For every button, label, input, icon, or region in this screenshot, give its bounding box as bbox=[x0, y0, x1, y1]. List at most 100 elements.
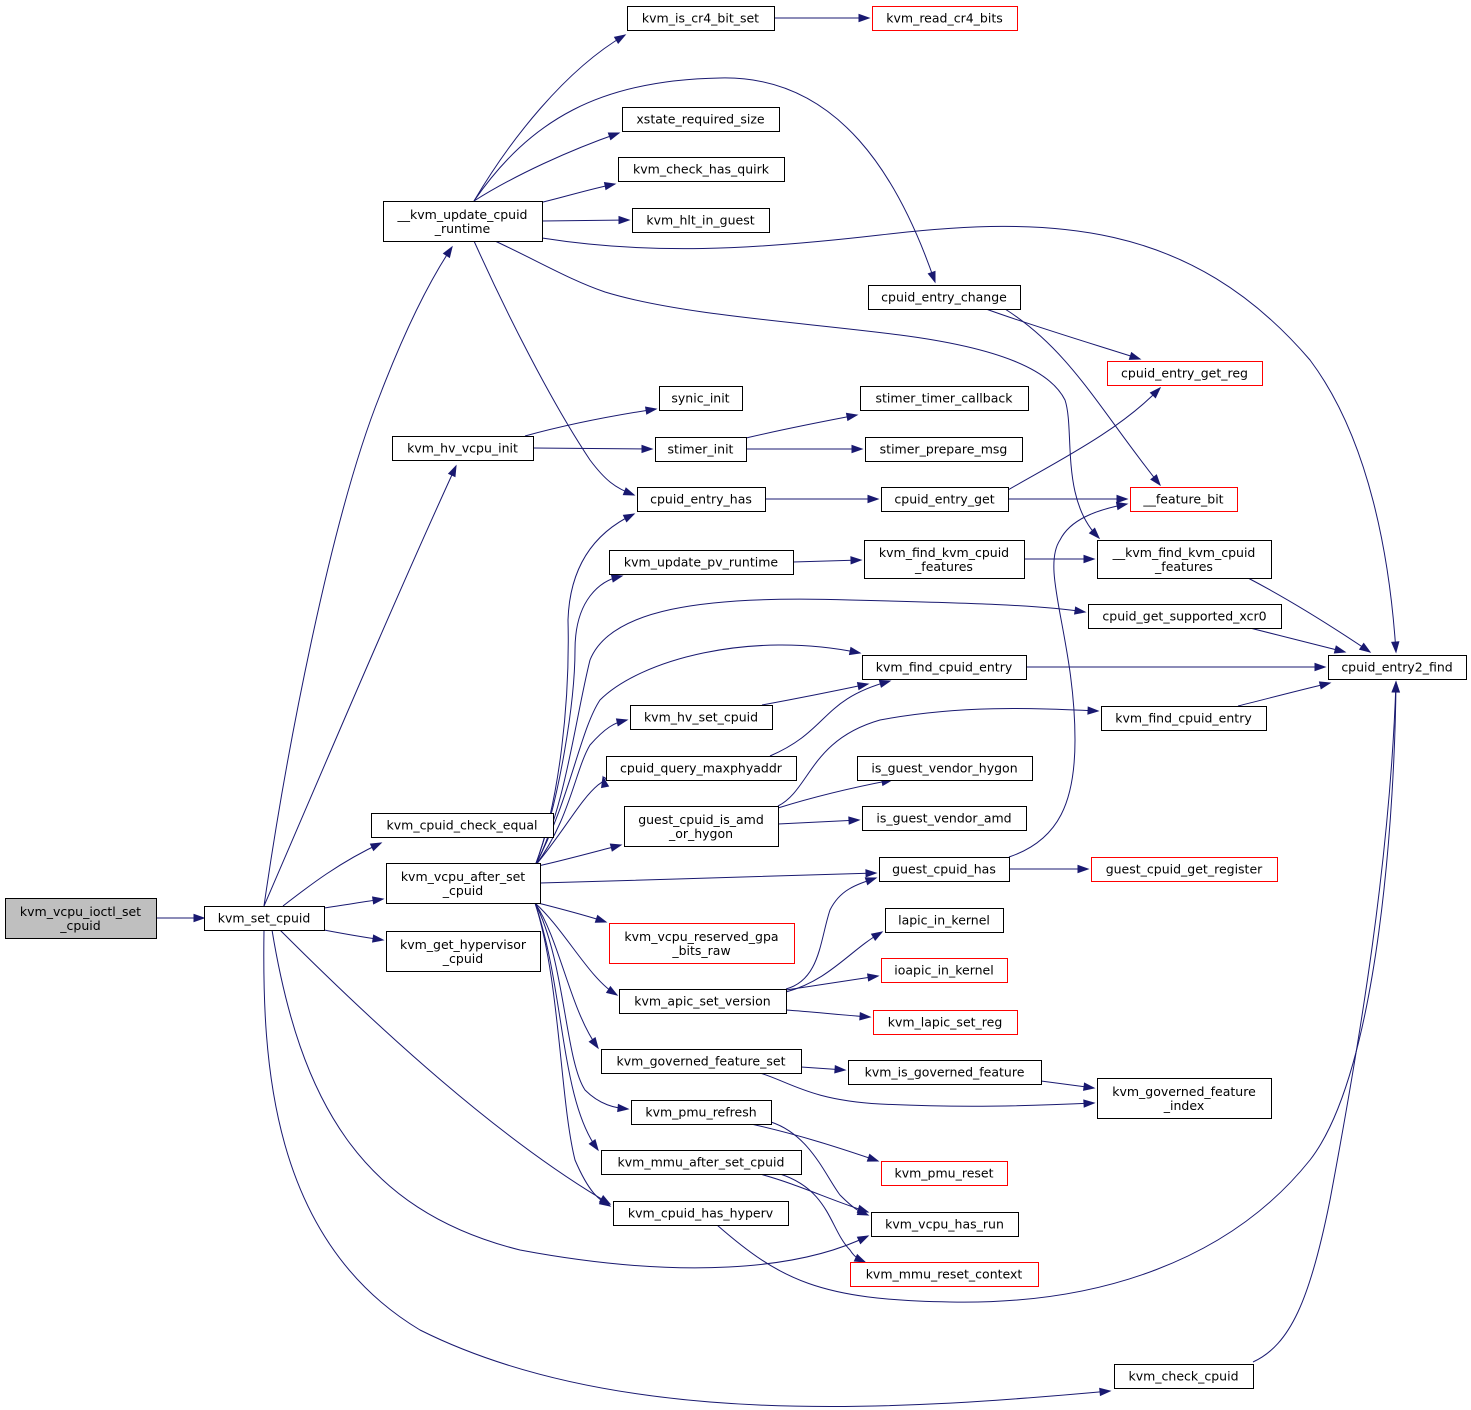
edge-guest_has-to-guest_reg bbox=[1009, 864, 1090, 874]
node-mmu-reset[interactable]: kvm_mmu_reset_context bbox=[850, 1262, 1039, 1287]
edge-gov_set-to-is_gov bbox=[800, 1065, 847, 1074]
edge-amd_hygon-to-find_entry2 bbox=[777, 706, 1100, 807]
node-is-cr4[interactable]: kvm_is_cr4_bit_set bbox=[627, 6, 775, 31]
node-get-hyperv[interactable]: kvm_get_hypervisor_cpuid bbox=[386, 931, 541, 972]
edge-line bbox=[1249, 627, 1346, 653]
edge-line bbox=[785, 877, 877, 990]
node-xcr0[interactable]: cpuid_get_supported_xcr0 bbox=[1088, 604, 1282, 629]
node-label: ioapic_in_kernel bbox=[894, 963, 993, 978]
arrow-head-icon bbox=[864, 877, 878, 886]
arrow-head-icon bbox=[1088, 527, 1101, 540]
node-has-run[interactable]: kvm_vcpu_has_run bbox=[871, 1212, 1019, 1237]
node-lapic-reg[interactable]: kvm_lapic_set_reg bbox=[873, 1010, 1018, 1035]
edge-hv_set-to-find_entry bbox=[761, 682, 870, 706]
edge-line bbox=[534, 575, 623, 867]
node-guest-has[interactable]: guest_cpuid_has bbox=[879, 857, 1010, 882]
arrow-head-icon bbox=[850, 556, 863, 565]
arrow-head-icon bbox=[372, 934, 385, 943]
node-maxphy[interactable]: cpuid_query_maxphyaddr bbox=[606, 756, 797, 781]
node-xstate[interactable]: xstate_required_size bbox=[622, 107, 780, 132]
node-mmu-after[interactable]: kvm_mmu_after_set_cpuid bbox=[601, 1150, 802, 1175]
edge-apic_version-to-guest_has bbox=[785, 877, 878, 990]
node-box bbox=[1101, 706, 1267, 731]
edge-find_entry-to-entry2_find bbox=[1026, 662, 1327, 672]
node-is-gov[interactable]: kvm_is_governed_feature bbox=[848, 1060, 1042, 1085]
node-box bbox=[885, 908, 1004, 933]
edge-line bbox=[473, 132, 620, 202]
node-label: guest_cpuid_is_amd bbox=[638, 812, 764, 827]
node-entry-change[interactable]: cpuid_entry_change bbox=[868, 285, 1021, 310]
node-ioapic[interactable]: ioapic_in_kernel bbox=[881, 958, 1008, 983]
node-label: cpuid_query_maxphyaddr bbox=[620, 761, 783, 776]
edge-after_set-to-hv_set bbox=[534, 718, 629, 867]
node-label: kvm_mmu_after_set_cpuid bbox=[618, 1155, 785, 1170]
edge-amd_hygon-to-hygon bbox=[777, 777, 894, 809]
node-amd-hygon[interactable]: guest_cpuid_is_amd_or_hygon bbox=[624, 806, 779, 847]
node-box bbox=[624, 806, 779, 847]
node-set-cpuid[interactable]: kvm_set_cpuid bbox=[204, 906, 325, 931]
node-check-cpuid[interactable]: kvm_check_cpuid bbox=[1114, 1364, 1254, 1389]
arrow-head-icon bbox=[442, 245, 453, 259]
node-get-reg[interactable]: cpuid_entry_get_reg bbox=[1107, 361, 1263, 386]
node-gov-set[interactable]: kvm_governed_feature_set bbox=[601, 1049, 802, 1074]
node-read-cr4[interactable]: kvm_read_cr4_bits bbox=[872, 6, 1018, 31]
node-box bbox=[860, 386, 1029, 411]
node-stimer-init[interactable]: stimer_init bbox=[655, 437, 747, 462]
node-check-equal[interactable]: kvm_cpuid_check_equal bbox=[371, 813, 554, 838]
node-pv-runtime[interactable]: kvm_update_pv_runtime bbox=[609, 550, 794, 575]
node-find-kvm-feat2[interactable]: __kvm_find_kvm_cpuid_features bbox=[1097, 540, 1272, 579]
node-stimer-cb[interactable]: stimer_timer_callback bbox=[860, 386, 1029, 411]
node-hlt[interactable]: kvm_hlt_in_guest bbox=[632, 208, 770, 233]
node-hygon[interactable]: is_guest_vendor_hygon bbox=[857, 756, 1033, 781]
node-entry2-find[interactable]: cpuid_entry2_find bbox=[1328, 655, 1467, 680]
edge-line bbox=[1237, 682, 1331, 707]
edge-after_set-to-pv_runtime bbox=[534, 574, 624, 867]
edge-line bbox=[537, 844, 622, 867]
node-find-entry2[interactable]: kvm_find_cpuid_entry bbox=[1101, 706, 1267, 731]
edge-line bbox=[541, 225, 1397, 653]
edge-line bbox=[534, 513, 635, 867]
node-feature-bit[interactable]: __feature_bit bbox=[1130, 487, 1238, 512]
node-apic-version[interactable]: kvm_apic_set_version bbox=[619, 989, 787, 1014]
node-pmu-reset[interactable]: kvm_pmu_reset bbox=[881, 1161, 1008, 1186]
node-label: is_guest_vendor_amd bbox=[876, 811, 1011, 826]
node-pmu-refresh[interactable]: kvm_pmu_refresh bbox=[631, 1100, 772, 1125]
node-after-set[interactable]: kvm_vcpu_after_set_cpuid bbox=[386, 863, 541, 904]
node-hv-vcpu-init[interactable]: kvm_hv_vcpu_init bbox=[392, 436, 534, 461]
node-hv-set[interactable]: kvm_hv_set_cpuid bbox=[630, 705, 773, 730]
node-label: kvm_hv_set_cpuid bbox=[644, 710, 758, 725]
node-entry-get[interactable]: cpuid_entry_get bbox=[881, 487, 1009, 512]
node-vendor-amd[interactable]: is_guest_vendor_amd bbox=[862, 806, 1027, 831]
node-find-kvm-feat[interactable]: kvm_find_kvm_cpuid_features bbox=[864, 540, 1025, 579]
node-guest-reg[interactable]: guest_cpuid_get_register bbox=[1091, 857, 1278, 882]
node-label: _runtime bbox=[434, 221, 491, 236]
node-stimer-msg[interactable]: stimer_prepare_msg bbox=[865, 437, 1023, 462]
node-quirk[interactable]: kvm_check_has_quirk bbox=[618, 157, 785, 182]
node-update-runtime[interactable]: __kvm_update_cpuid_runtime bbox=[383, 201, 543, 242]
edge-line bbox=[777, 819, 860, 825]
arrow-head-icon bbox=[856, 1235, 870, 1245]
edge-after_set-to-amd_hygon bbox=[537, 843, 623, 867]
node-find-entry[interactable]: kvm_find_cpuid_entry bbox=[862, 655, 1027, 680]
edge-mmu_after-to-has_run bbox=[759, 1173, 870, 1213]
node-reserved-gpa[interactable]: kvm_vcpu_reserved_gpa_bits_raw bbox=[609, 923, 795, 964]
edge-hv_vcpu_init-to-synic bbox=[524, 406, 658, 437]
node-entry-has[interactable]: cpuid_entry_has bbox=[637, 487, 766, 512]
node-box bbox=[1088, 604, 1282, 629]
node-label: kvm_check_cpuid bbox=[1128, 1369, 1238, 1384]
node-box bbox=[862, 806, 1027, 831]
node-box bbox=[881, 958, 1008, 983]
node-lapic-kernel[interactable]: lapic_in_kernel bbox=[885, 908, 1004, 933]
edge-line bbox=[279, 929, 611, 1205]
node-label: kvm_lapic_set_reg bbox=[888, 1015, 1003, 1030]
node-label: stimer_prepare_msg bbox=[880, 442, 1008, 457]
edge-line bbox=[532, 447, 653, 450]
node-synic[interactable]: synic_init bbox=[659, 386, 743, 411]
node-label: kvm_governed_feature bbox=[1112, 1084, 1256, 1099]
node-box bbox=[857, 756, 1033, 781]
node-box bbox=[601, 1049, 802, 1074]
node-gov-index[interactable]: kvm_governed_feature_index bbox=[1097, 1078, 1272, 1119]
edge-xcr0-to-entry2_find bbox=[1249, 627, 1347, 654]
node-has-hyperv[interactable]: kvm_cpuid_has_hyperv bbox=[613, 1201, 789, 1226]
